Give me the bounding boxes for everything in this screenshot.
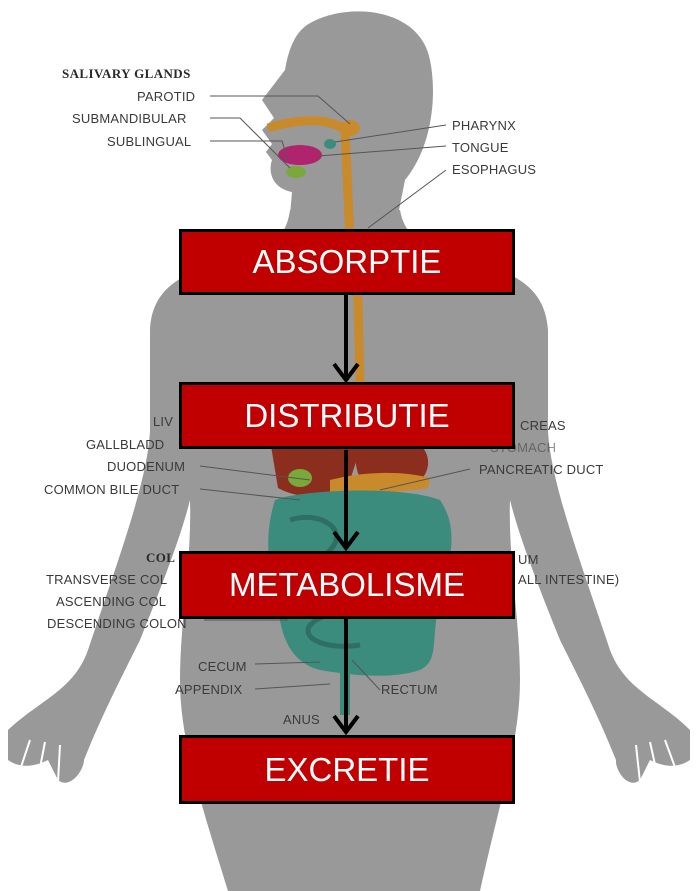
label-parotid: PAROTID: [137, 89, 195, 104]
label-duodenum: DUODENUM: [107, 459, 185, 474]
label-appendix: APPENDIX: [175, 682, 242, 697]
label-pharynx: PHARYNX: [452, 118, 516, 133]
label-ascending-colon: ASCENDING COL: [56, 594, 166, 609]
label-pancreas: CREAS: [520, 418, 566, 433]
label-tongue: TONGUE: [452, 140, 509, 155]
label-gallbladder: GALLBLADD: [86, 437, 164, 452]
label-anus: ANUS: [283, 712, 320, 727]
step-absorptie: ABSORPTIE: [179, 229, 515, 295]
step-excretie: EXCRETIE: [179, 735, 515, 804]
pharynx-shape: [324, 139, 336, 149]
label-small-intestine: ALL INTESTINE): [518, 572, 619, 587]
colon-heading: COL: [146, 550, 175, 566]
label-common-bile-duct: COMMON BILE DUCT: [44, 482, 179, 497]
label-esophagus: ESOPHAGUS: [452, 162, 536, 177]
step-distributie: DISTRIBUTIE: [179, 382, 515, 449]
label-liver: LIV: [153, 414, 173, 429]
sublingual-gland: [286, 166, 306, 178]
label-descending-colon: DESCENDING COLON: [47, 616, 187, 631]
label-submandibular: SUBMANDIBULAR: [72, 111, 187, 126]
label-cecum: CECUM: [198, 659, 247, 674]
label-ileum: UM: [518, 552, 539, 567]
step-metabolisme: METABOLISME: [179, 551, 515, 619]
label-pancreatic-duct: PANCREATIC DUCT: [479, 462, 604, 477]
label-transverse-colon: TRANSVERSE COL: [46, 572, 167, 587]
salivary-glands-heading: SALIVARY GLANDS: [62, 66, 191, 82]
label-sublingual: SUBLINGUAL: [107, 134, 191, 149]
label-rectum: RECTUM: [381, 682, 438, 697]
